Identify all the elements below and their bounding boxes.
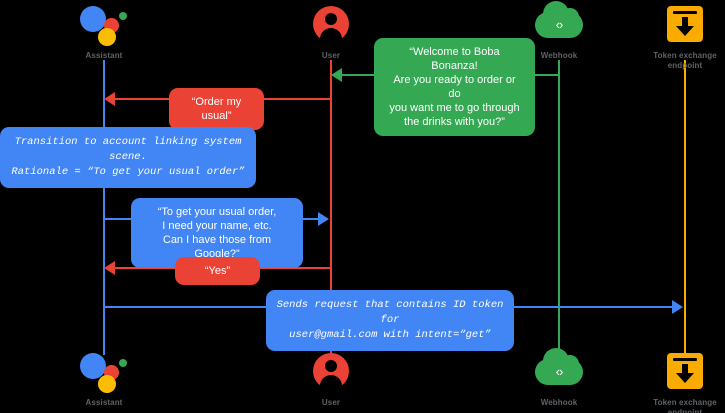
lifeline-assistant xyxy=(103,60,105,355)
actor-user-top: User xyxy=(271,4,391,61)
actor-label-user: User xyxy=(321,398,341,407)
assistant-dot-yellow xyxy=(98,375,116,393)
download-arrow-head xyxy=(676,26,694,36)
assistant-dot-blue xyxy=(80,6,106,32)
message-note-transition: Transition to account linking system sce… xyxy=(0,127,256,188)
message-note-sends-request: Sends request that contains ID token for… xyxy=(266,290,514,351)
download-arrow-stem xyxy=(682,17,688,27)
lifeline-user xyxy=(330,60,332,355)
actor-assistant-top: Assistant xyxy=(44,4,164,61)
arrow-sends-request-vertical xyxy=(103,293,105,308)
actor-token-endpoint-top: Token exchange endpoint xyxy=(625,4,725,71)
cloud-shape xyxy=(535,1,583,38)
actor-label-assistant: Assistant xyxy=(85,51,123,60)
user-avatar-head xyxy=(325,13,337,25)
download-box-icon xyxy=(625,4,725,48)
message-bubble-welcome: “Welcome to Boba Bonanza! Are you ready … xyxy=(374,38,535,136)
note-line: user@gmail.com with intent=“get” xyxy=(289,329,491,341)
cloud-code-icon: ‹› xyxy=(499,348,619,395)
code-brackets-glyph: ‹› xyxy=(555,17,564,32)
message-bubble-yes: “Yes” xyxy=(175,257,260,285)
note-line: Transition to account linking system sce… xyxy=(14,136,242,163)
user-avatar-mask xyxy=(309,38,353,50)
user-avatar-icon xyxy=(271,4,391,50)
bubble-line: “Yes” xyxy=(204,265,231,277)
cloud-code-icon: ‹› xyxy=(499,1,619,48)
arrow-sends-request-head xyxy=(672,300,683,314)
google-assistant-icon xyxy=(44,351,164,395)
assistant-dot-blue xyxy=(80,353,106,379)
lifeline-token-endpoint xyxy=(684,60,686,355)
arrow-need-name-head xyxy=(318,212,329,226)
actor-label-token-endpoint: Token exchange endpoint xyxy=(653,51,717,70)
bubble-line: “To get your usual order, xyxy=(157,206,277,218)
code-brackets-glyph: ‹› xyxy=(555,364,564,379)
bubble-line: I need your name, etc. xyxy=(162,220,272,232)
bubble-line: the drinks with you?” xyxy=(404,116,505,128)
bubble-line: Are you ready to order or do xyxy=(393,74,516,100)
lifeline-webhook xyxy=(558,60,560,355)
actor-label-token-endpoint: Token exchange endpoint xyxy=(653,398,717,413)
user-avatar-mask xyxy=(309,385,353,397)
note-line: Sends request that contains ID token for xyxy=(276,299,504,326)
download-arrow-head xyxy=(676,373,694,383)
arrow-welcome-vertical xyxy=(558,62,560,76)
cloud-shape xyxy=(535,348,583,385)
google-assistant-icon xyxy=(44,4,164,48)
bubble-line: “Welcome to Boba Bonanza! xyxy=(409,46,500,72)
bubble-line: “Order my usual” xyxy=(191,96,242,122)
actor-assistant-bottom: Assistant xyxy=(44,351,164,408)
token-box-lid xyxy=(673,11,697,14)
note-line: Rationale = “To get your usual order” xyxy=(11,166,245,178)
download-box-icon xyxy=(625,351,725,395)
message-bubble-need-name: “To get your usual order, I need your na… xyxy=(131,198,303,268)
actor-user-bottom: User xyxy=(271,351,391,408)
download-arrow-stem xyxy=(682,364,688,374)
actor-webhook-bottom: ‹› Webhook xyxy=(499,348,619,408)
actor-label-assistant: Assistant xyxy=(85,398,123,407)
arrow-welcome-head xyxy=(331,68,342,82)
bubble-line: you want me to go through xyxy=(389,102,520,114)
arrow-order-usual-head xyxy=(104,92,115,106)
message-bubble-order-usual: “Order my usual” xyxy=(169,88,264,130)
actor-webhook-top: ‹› Webhook xyxy=(499,1,619,61)
token-box-lid xyxy=(673,358,697,361)
user-avatar-head xyxy=(325,360,337,372)
assistant-dot-green xyxy=(119,359,127,367)
assistant-dot-yellow xyxy=(98,28,116,46)
actor-label-user: User xyxy=(321,51,341,60)
actor-token-endpoint-bottom: Token exchange endpoint xyxy=(625,351,725,413)
actor-label-webhook: Webhook xyxy=(540,398,578,407)
actor-label-webhook: Webhook xyxy=(540,51,578,60)
assistant-dot-green xyxy=(119,12,127,20)
user-avatar-icon xyxy=(271,351,391,397)
arrow-yes-head xyxy=(104,261,115,275)
